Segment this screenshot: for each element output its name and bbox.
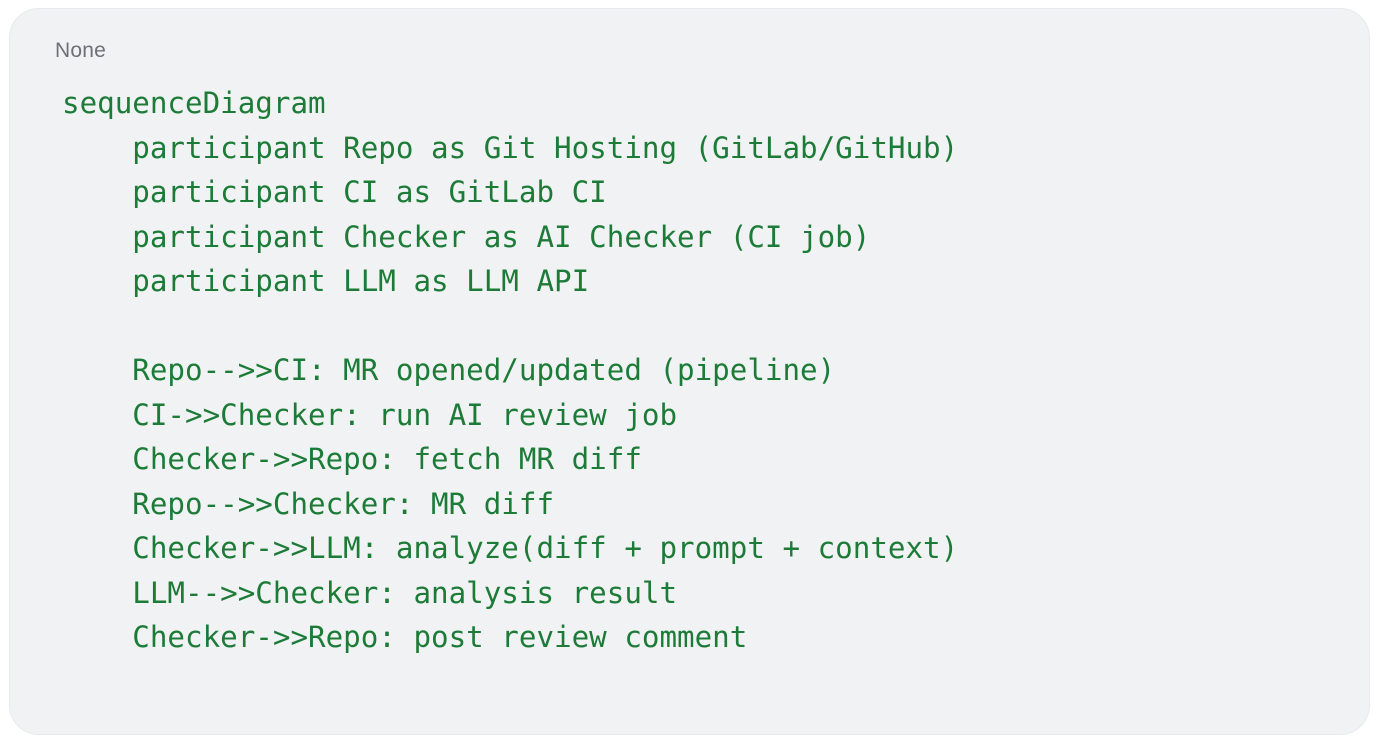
code-line: CI->>Checker: run AI review job (62, 397, 678, 432)
code-block-card: None sequenceDiagram participant Repo as… (9, 8, 1370, 735)
code-line: Checker->>Repo: fetch MR diff (62, 442, 642, 476)
code-line: participant CI as GitLab CI (62, 175, 607, 209)
code-line: participant LLM as LLM API (62, 264, 590, 298)
mermaid-source-code[interactable]: sequenceDiagram participant Repo as Git … (62, 81, 1349, 660)
code-line: participant Repo as Git Hosting (GitLab/… (62, 130, 959, 165)
code-line: Checker->>LLM: analyze(diff + prompt + c… (62, 531, 959, 565)
code-line: sequenceDiagram (62, 86, 326, 120)
code-lines-container: sequenceDiagram participant Repo as Git … (62, 81, 1349, 660)
code-language-label: None (55, 39, 107, 62)
code-line: Checker->>Repo: post review comment (62, 620, 748, 654)
code-line: LLM-->>Checker: analysis result (62, 575, 678, 610)
code-line (62, 304, 1349, 349)
code-line: Repo-->>CI: MR opened/updated (pipeline) (62, 353, 836, 387)
code-line: Repo-->>Checker: MR diff (62, 486, 555, 521)
code-line: participant Checker as AI Checker (CI jo… (62, 219, 871, 254)
